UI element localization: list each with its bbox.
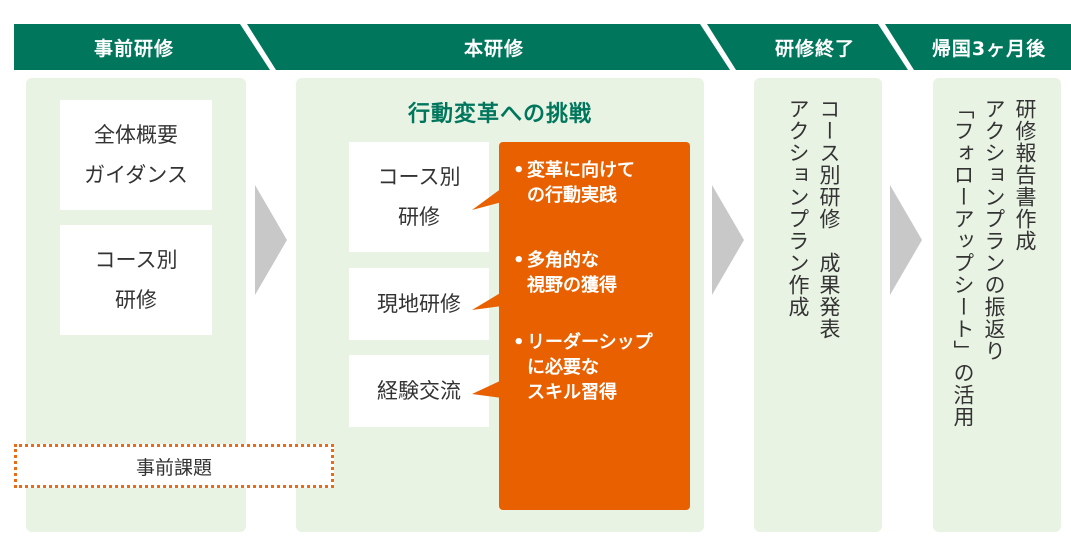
flow-arrow-1: [255, 185, 287, 295]
after-return-line2: アクションプランの振返り: [982, 98, 1006, 362]
outcome-1-line2: の行動実践: [527, 185, 617, 206]
main-local-box: 現地研修: [349, 268, 489, 340]
bubble-pointer-2: [472, 292, 502, 310]
flow-arrow-2: [712, 185, 744, 295]
header-training-end: 研修終了: [774, 37, 855, 60]
header-main-training: 本研修: [463, 37, 524, 60]
main-exchange-text: 経験交流: [377, 379, 461, 403]
pre-assignment-box: 事前課題: [14, 444, 334, 488]
outcome-3-line2: に必要な: [527, 357, 599, 378]
outcome-3: •リーダーシップ に必要な スキル習得: [513, 332, 653, 403]
bubble-pointers: [472, 188, 502, 398]
outcome-1-line1: 変革に向けて: [527, 160, 635, 181]
outcomes-box: •変革に向けて の行動実践 •多角的な 視野の獲得 •リーダーシップ に必要な …: [499, 142, 690, 510]
outcome-2-line1: 多角的な: [527, 250, 599, 271]
main-exchange-box: 経験交流: [349, 355, 489, 427]
after-return-line3: 「フォローアップシート」の活用: [951, 98, 975, 428]
header-pre-training: 事前研修: [93, 37, 174, 60]
outcome-1: •変革に向けて の行動実践: [513, 160, 635, 206]
outcome-2-line2: 視野の獲得: [527, 275, 617, 296]
pre-guidance-text: 全体概要 ガイダンス: [84, 123, 188, 187]
main-local-text: 現地研修: [377, 292, 461, 316]
pre-course-box: コース別 研修: [60, 225, 212, 335]
bubble-pointer-3: [472, 380, 502, 398]
pre-assignment-text: 事前課題: [135, 456, 212, 479]
pre-course-text: コース別 研修: [94, 248, 178, 312]
bubble-pointer-1: [472, 188, 502, 210]
training-end-panel: [754, 78, 882, 532]
header-after-return: 帰国3ヶ月後: [931, 37, 1047, 60]
challenge-title: 行動変革への挑戦: [407, 102, 592, 127]
training-end-line1: コース別研修 成果発表: [817, 98, 841, 340]
training-end-text: コース別研修 成果発表 アクションプラン作成: [782, 98, 844, 340]
outcome-2: •多角的な 視野の獲得: [513, 250, 617, 296]
header-segment-after: [885, 24, 1071, 70]
training-end-line2: アクションプラン作成: [786, 98, 810, 318]
header-segment-main: [247, 24, 730, 70]
outcome-3-line1: リーダーシップ: [527, 332, 653, 353]
flow-arrow-3: [890, 185, 922, 295]
after-return-text: 研修報告書作成 アクションプランの振返り 「フォローアップシート」の活用: [947, 98, 1040, 428]
header-segment-end: [707, 24, 908, 70]
main-course-text: コース別 研修: [377, 165, 461, 229]
main-course-box: コース別 研修: [349, 142, 489, 252]
header-segment-pre: [14, 24, 270, 70]
header-bar: [14, 24, 1071, 70]
pre-guidance-box: 全体概要 ガイダンス: [60, 100, 212, 210]
after-return-line1: 研修報告書作成: [1013, 98, 1037, 252]
outcome-3-line3: スキル習得: [527, 382, 617, 403]
after-return-panel: [933, 78, 1061, 532]
